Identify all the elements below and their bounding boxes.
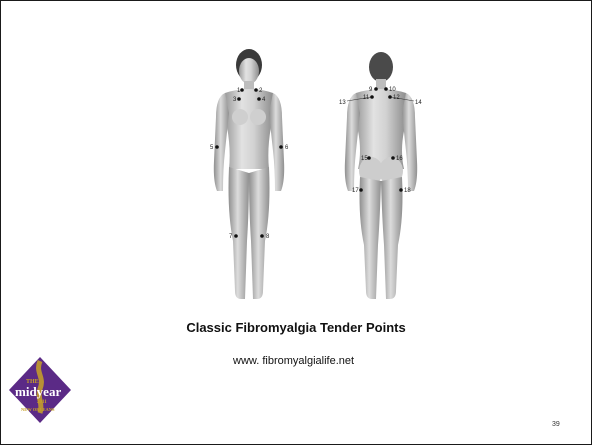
back-figure: 9 10 11 12 13 14 15 16 17 18 — [339, 52, 422, 299]
point-label-11: 11 — [363, 95, 370, 101]
point-label-8: 8 — [266, 234, 270, 240]
point-label-13: 13 — [339, 100, 346, 106]
point-label-12: 12 — [393, 95, 400, 101]
point-label-15: 15 — [361, 156, 368, 162]
point-label-10: 10 — [389, 87, 396, 93]
logo-text-city: NEW ORLEANS — [21, 407, 55, 412]
point-label-16: 16 — [396, 156, 403, 162]
midyear-logo: THE midyear 2011 NEW ORLEANS — [7, 355, 73, 425]
point-label-18: 18 — [404, 188, 411, 194]
point-label-17: 17 — [352, 188, 359, 194]
source-url: www. fibromyalgialife.net — [233, 355, 354, 367]
slide-caption: Classic Fibromyalgia Tender Points — [1, 320, 591, 335]
point-label-5: 5 — [210, 145, 214, 151]
point-label-6: 6 — [285, 145, 289, 151]
front-figure: 1 2 3 4 5 6 7 8 — [210, 49, 289, 299]
page-number: 39 — [552, 421, 560, 428]
logo-text-year: 2011 — [37, 400, 47, 405]
logo-text-midyear: midyear — [15, 384, 61, 399]
point-label-14: 14 — [415, 100, 422, 106]
tender-points-figure: 1 2 3 4 5 6 7 8 — [201, 41, 437, 309]
